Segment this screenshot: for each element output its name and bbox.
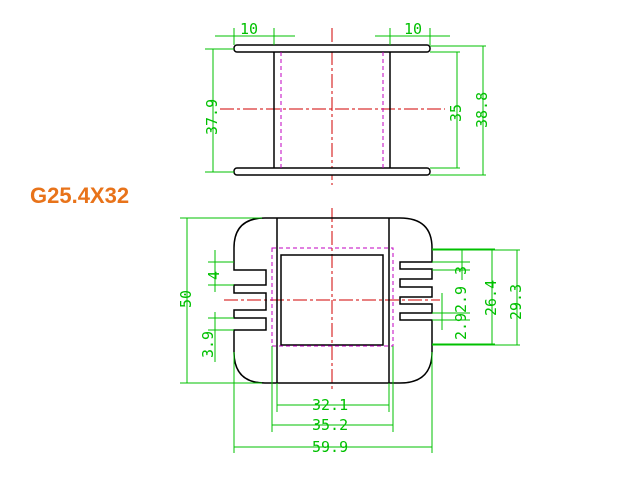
dim-width-mid: 35.2 [312,416,348,434]
dim-left-flange: 10 [240,20,258,38]
dim-right-flange: 10 [404,20,422,38]
bottom-flange [233,167,431,176]
part-label: G25.4X32 [30,183,129,208]
dim-width-inner: 32.1 [312,396,348,414]
bobbin-outline [233,217,433,384]
top-flange [233,44,431,53]
hidden-outline [271,247,394,347]
dim-right-pitch-b: 2.9 [452,286,470,313]
dim-width-total: 59.9 [312,438,348,456]
dim-right-inner: 26.4 [482,280,500,316]
dim-right-outer: 29.3 [507,284,525,320]
dim-left-height: 37.9 [203,99,221,135]
dim-inner-height: 35 [447,104,465,122]
front-view: 50 4 3.9 3 2.9 2.9 26.4 29.3 32.1 35.2 5… [177,208,525,456]
dim-left-slot-pitch: 4 [205,271,223,280]
center-window [280,254,384,346]
top-view: 10 10 37.9 35 38.8 [203,20,491,185]
dim-right-pitch-c: 2.9 [452,313,470,340]
dim-total-height: 50 [177,290,195,308]
dim-outer-height: 38.8 [473,92,491,128]
dim-left-slot-offset: 3.9 [199,331,217,358]
dim-right-pitch-a: 3 [452,266,470,275]
